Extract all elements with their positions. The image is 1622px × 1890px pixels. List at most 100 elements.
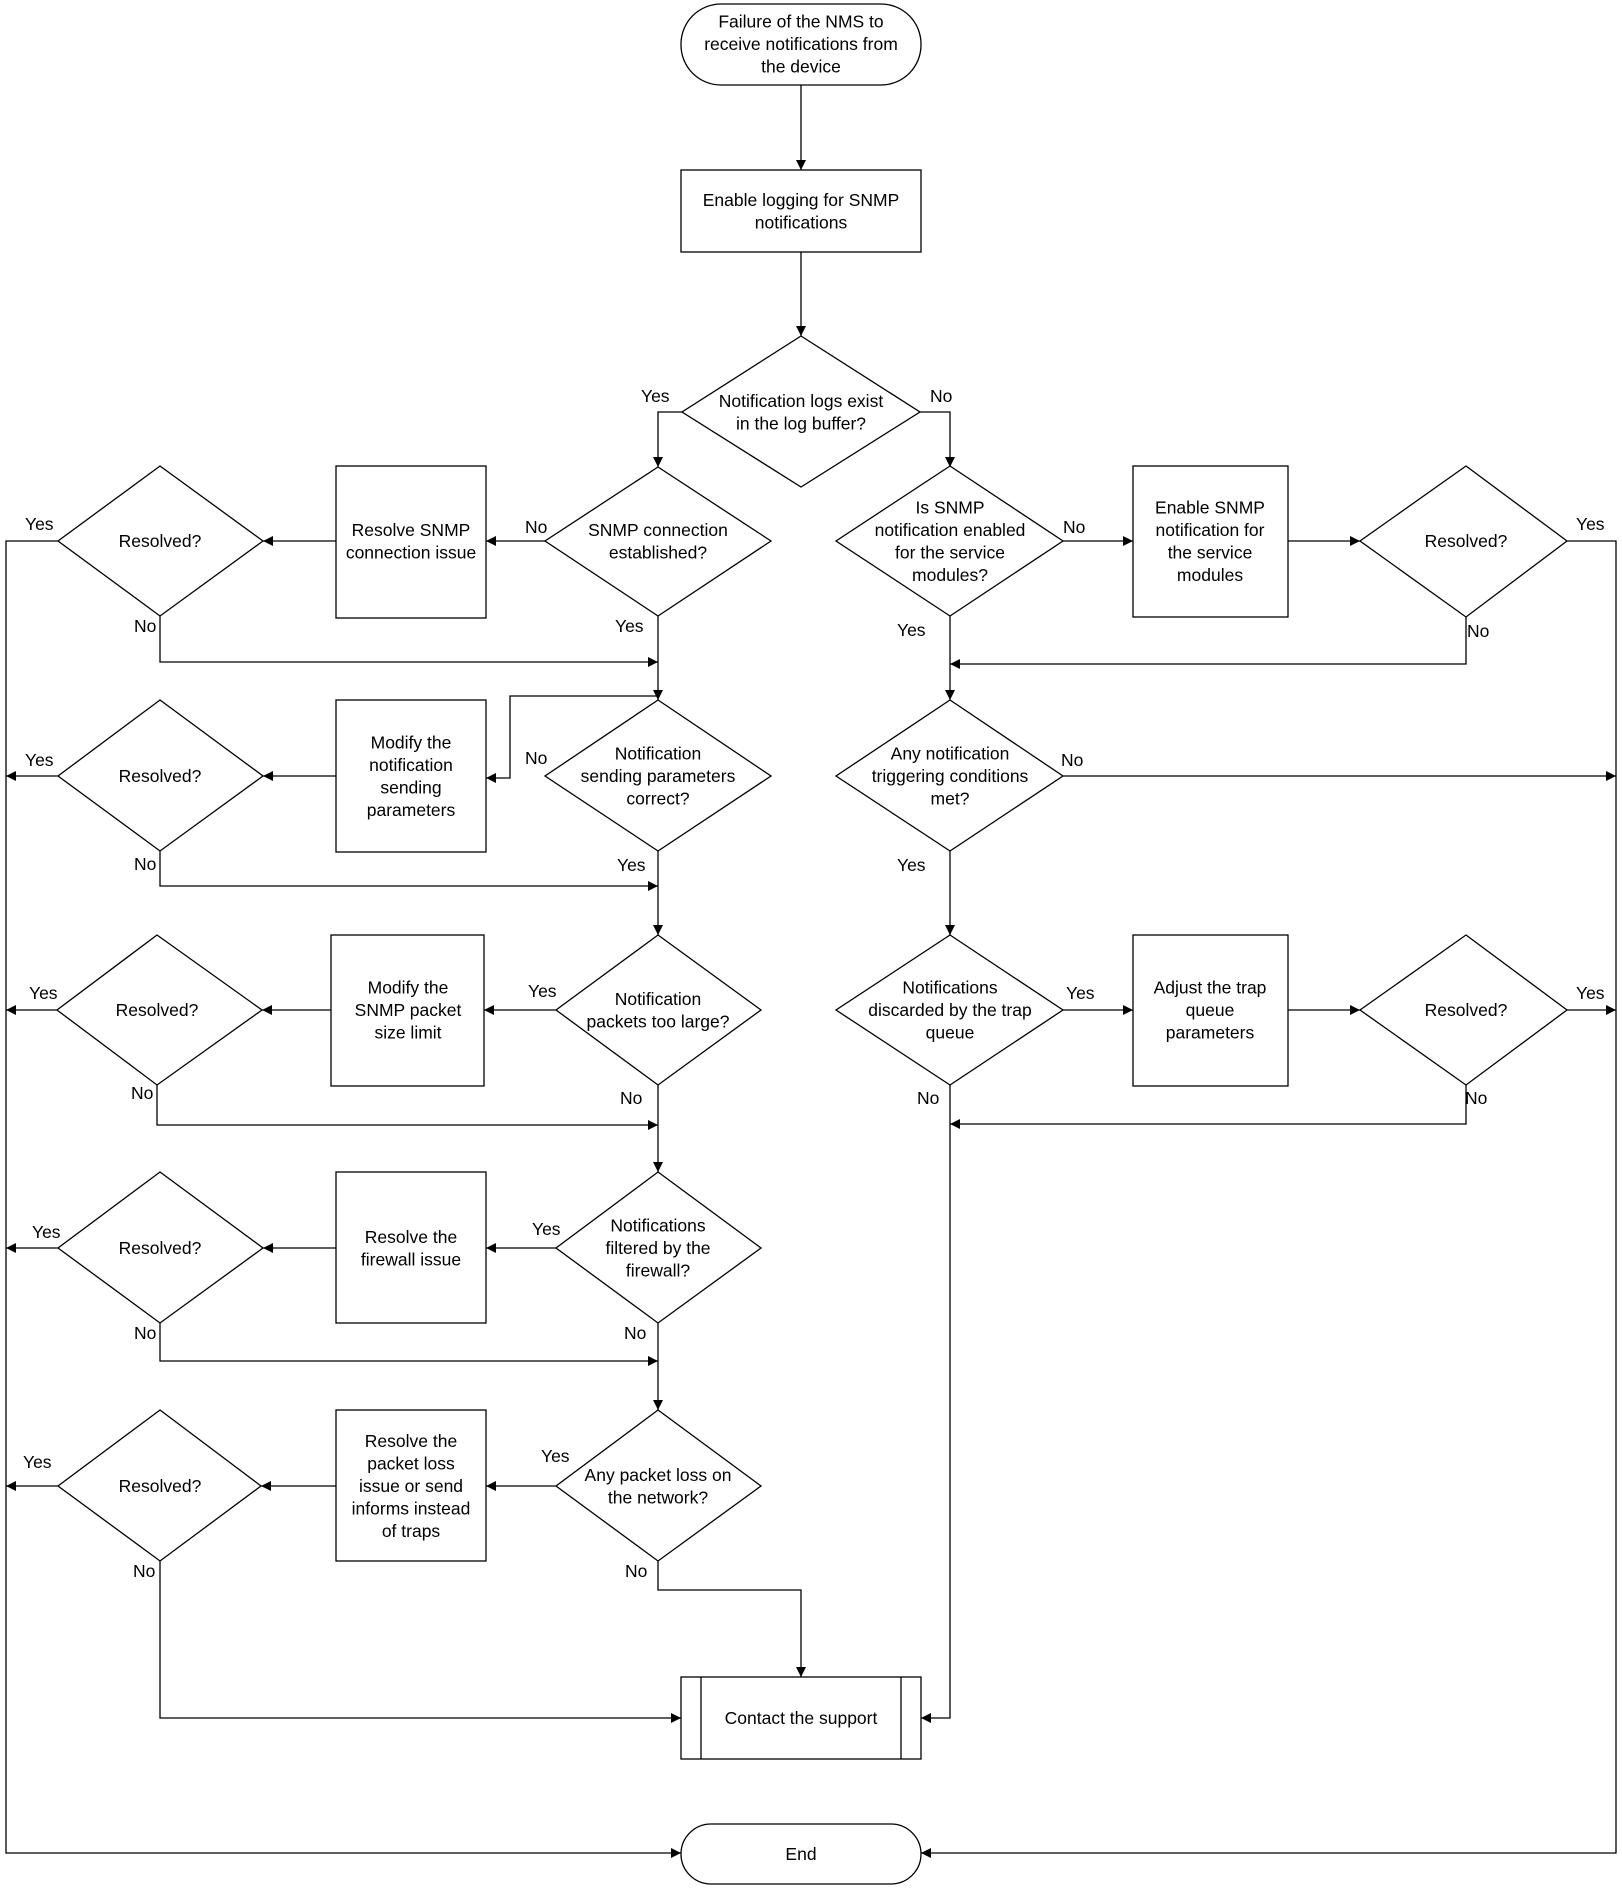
resolved-l1-text: Resolved? [119,531,202,551]
snmp-conn-line: SNMP connection [588,520,728,540]
snmp-conn-decision [543,466,773,617]
enable-snmp-box [1132,465,1289,618]
discarded-line: discarded by the trap [868,1000,1031,1020]
modify-params-line: Modify the [371,732,452,752]
edge-logs-exist-no [920,411,955,467]
start-line: the device [761,57,841,77]
adjust-queue-line: parameters [1166,1023,1255,1043]
contact-line: Contact the support [725,1708,878,1728]
modify-size-box [330,934,485,1087]
modify-params-box [335,699,487,853]
edge-params-correct-no [486,695,658,783]
edge-labels: Yes No No Yes Yes No No Yes Yes No Yes N… [23,386,1605,1581]
resolved-l3-decision [55,934,264,1086]
label-resolved-l1-yes: Yes [25,514,54,534]
discarded-line: Notifications [902,978,998,998]
resolve-loss-line: Resolve the [365,1431,457,1451]
label-resolved-l1-no: No [134,616,156,636]
too-large-decision [554,934,763,1086]
label-resolved-l2-yes: Yes [25,750,54,770]
logs-exist-line: Notification logs exist [719,391,884,411]
params-correct-line: sending parameters [581,766,736,786]
label-resolved-l3-yes: Yes [29,983,58,1003]
end-text: End [785,1844,816,1864]
too-large-line: Notification [615,989,702,1009]
resolved-r2-line: Resolved? [1425,1000,1508,1020]
edge-resolved-l4-no [159,1323,658,1366]
resolve-conn-box [335,465,487,619]
edge-resolved-r1-no [950,617,1467,669]
params-correct-line: Notification [615,744,702,764]
trigger-met-decision [834,699,1065,852]
connectors [5,85,1617,1858]
edge-resolved-l3-no [156,1085,658,1130]
filtered-line: filtered by the [605,1238,710,1258]
trigger-met-line: triggering conditions [872,766,1029,786]
resolve-loss-line: of traps [382,1521,441,1541]
resolved-l5-text: Resolved? [119,1476,202,1496]
label-resolved-r2-no: No [1465,1088,1487,1108]
label-trigger-met-no: No [1061,750,1083,770]
discarded-decision [834,934,1065,1086]
resolved-l4-decision [56,1171,265,1324]
label-logs-exist-no: No [930,386,952,406]
params-correct-line: correct? [626,789,689,809]
label-resolved-l4-no: No [134,1323,156,1343]
label-discarded-no: No [917,1088,939,1108]
label-resolved-l5-no: No [133,1561,155,1581]
too-large-line: packets too large? [586,1011,729,1031]
resolved-l2-decision [56,699,265,852]
end-line: End [785,1844,816,1864]
edge-discarded-no [921,1085,951,1723]
filtered-decision [554,1171,763,1324]
enable-logging-line: notifications [755,212,848,232]
modify-params-line: notification [369,755,453,775]
resolved-r2-decision [1358,934,1569,1086]
edge-resolved-l2-no [159,851,658,891]
resolved-l3-text: Resolved? [116,1000,199,1020]
snmp-conn-line: established? [609,542,708,562]
contact-support-box [680,1676,922,1760]
label-packet-loss-no: No [625,1561,647,1581]
filtered-line: Notifications [610,1216,706,1236]
modify-size-line: size limit [374,1023,441,1043]
label-resolved-r2-yes: Yes [1576,983,1605,1003]
modify-params-line: sending [380,777,441,797]
resolved-r2-text: Resolved? [1425,1000,1508,1020]
adjust-queue-box [1132,934,1289,1087]
start-terminal [680,3,922,86]
resolved-l1-line: Resolved? [119,531,202,551]
snmp-enabled-decision [834,465,1065,617]
resolved-r1-line: Resolved? [1425,531,1508,551]
resolve-fw-box [335,1171,487,1324]
enable-logging-box [680,169,922,253]
edge-resolved-l1-yes [5,540,681,1858]
resolved-l5-line: Resolved? [119,1476,202,1496]
label-discarded-yes: Yes [1066,983,1095,1003]
label-filtered-no: No [624,1323,646,1343]
edge-resolved-l1-no [159,616,658,667]
params-correct-decision [543,699,773,852]
edge-resolved-r2-no [950,1085,1467,1129]
snmp-enabled-line: modules? [912,565,988,585]
snmp-enabled-line: for the service [895,542,1005,562]
label-resolved-l4-yes: Yes [32,1222,61,1242]
modify-size-line: SNMP packet [355,1000,462,1020]
label-params-correct-yes: Yes [617,855,646,875]
label-snmp-enabled-no: No [1063,517,1085,537]
label-trigger-met-yes: Yes [897,855,926,875]
resolve-loss-box [335,1409,487,1562]
logs-exist-line: in the log buffer? [736,413,866,433]
resolved-l4-line: Resolved? [119,1238,202,1258]
